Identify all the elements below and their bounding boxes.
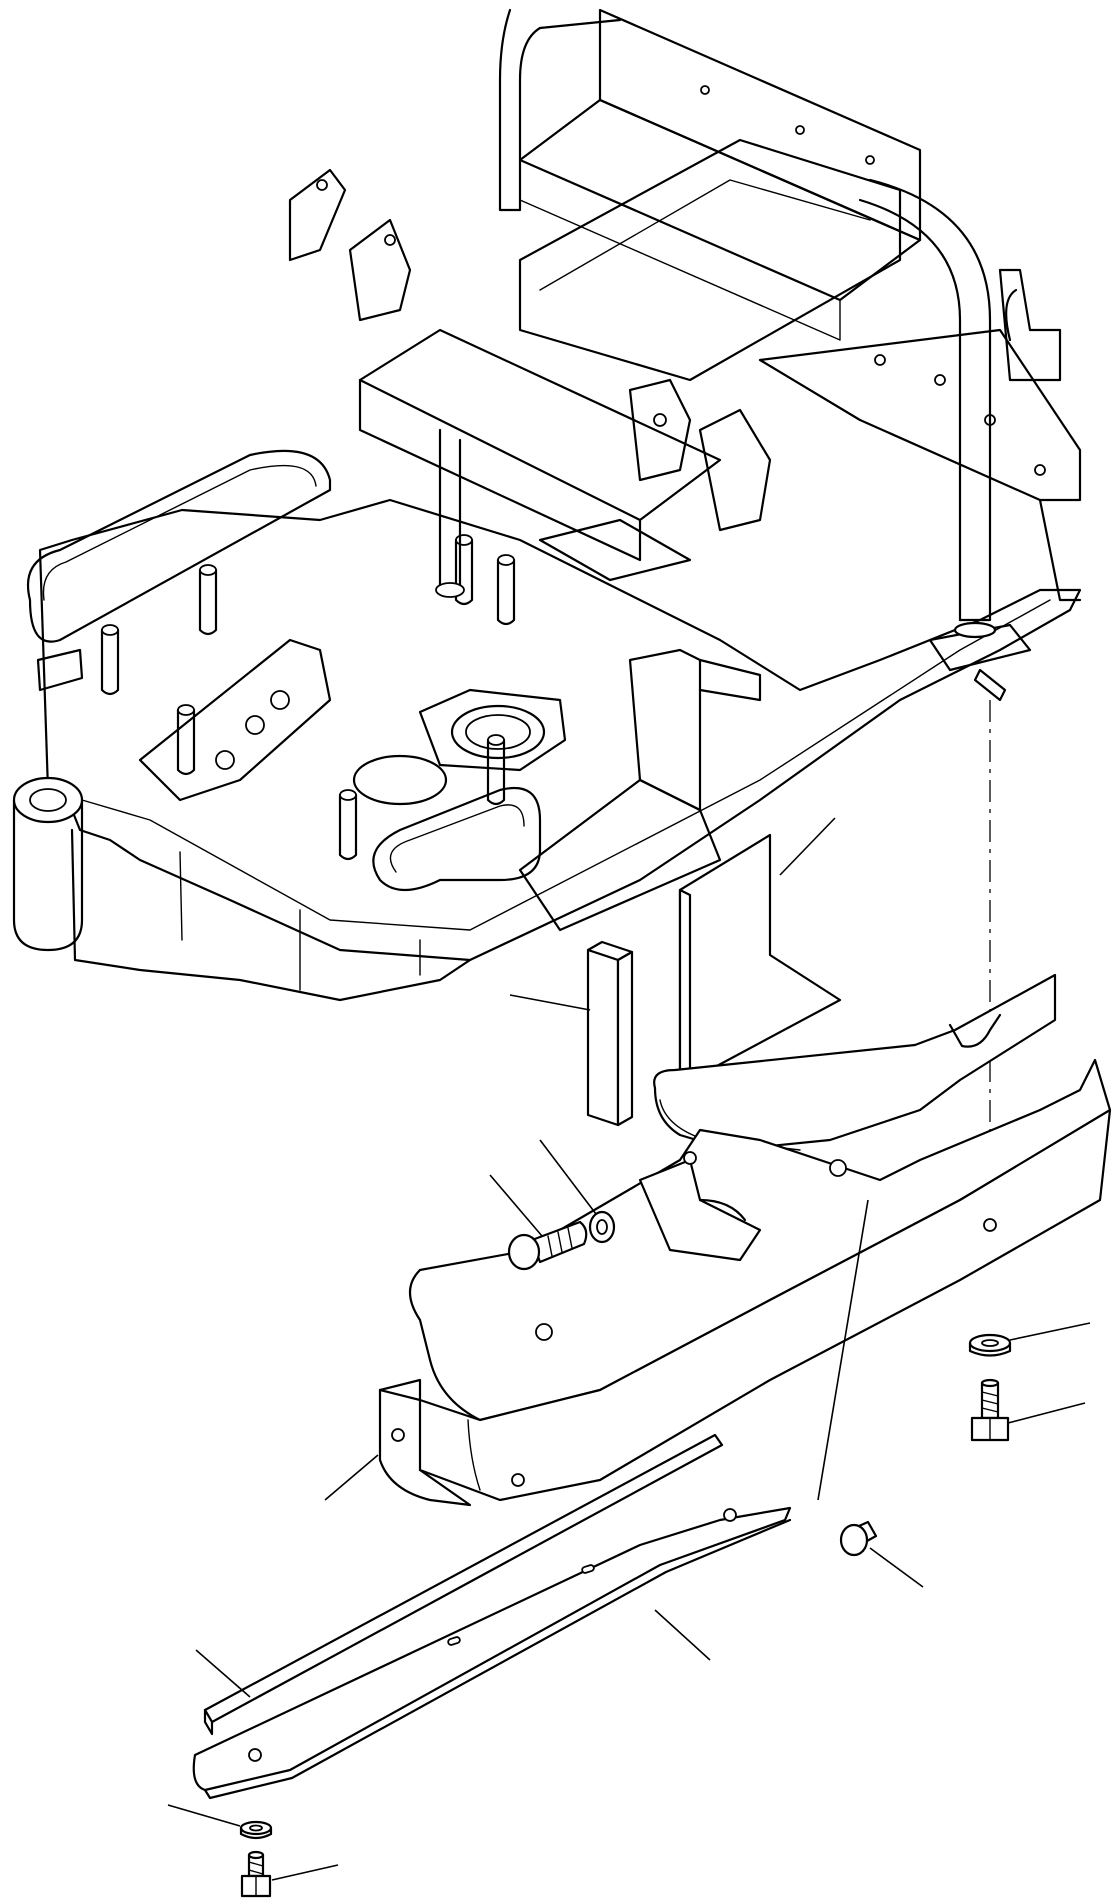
plug — [839, 1520, 878, 1557]
washer-right — [968, 1333, 1012, 1357]
under-cover-plate — [192, 1506, 792, 1800]
leader-pad — [779, 817, 836, 876]
center-swivel-opening — [352, 688, 567, 806]
leader-counterweight — [324, 1454, 379, 1501]
rubber-block — [586, 940, 634, 1127]
leader-strip — [195, 1649, 251, 1698]
leader-block — [509, 994, 591, 1011]
leader-plug — [817, 1199, 869, 1501]
leader-washer-side — [539, 1139, 597, 1215]
leader-bolt-bottom — [271, 1864, 339, 1881]
seal-strip — [203, 1433, 724, 1736]
leader-bolt-side — [489, 1174, 543, 1237]
swing-boss — [12, 776, 84, 952]
leader-washer-bottom — [167, 1804, 241, 1827]
leader-plate — [654, 1609, 711, 1661]
callout-leaders — [167, 817, 1091, 1881]
washer-side — [588, 1210, 616, 1244]
washer-bottom — [239, 1820, 273, 1840]
leader-bolt-right — [1007, 1402, 1086, 1424]
bolt-side — [507, 1220, 588, 1271]
rops-guard-bar — [498, 8, 1032, 702]
upper-revolving-frame — [12, 8, 1082, 1002]
bolt-bottom — [240, 1850, 272, 1898]
foam-seal-pad — [678, 833, 842, 1084]
bolt-right — [970, 1378, 1010, 1442]
deck-posts — [100, 534, 516, 861]
counterweight — [378, 973, 1111, 1507]
leader-washer-right — [1009, 1322, 1091, 1341]
leader-plug-tip — [869, 1547, 924, 1588]
